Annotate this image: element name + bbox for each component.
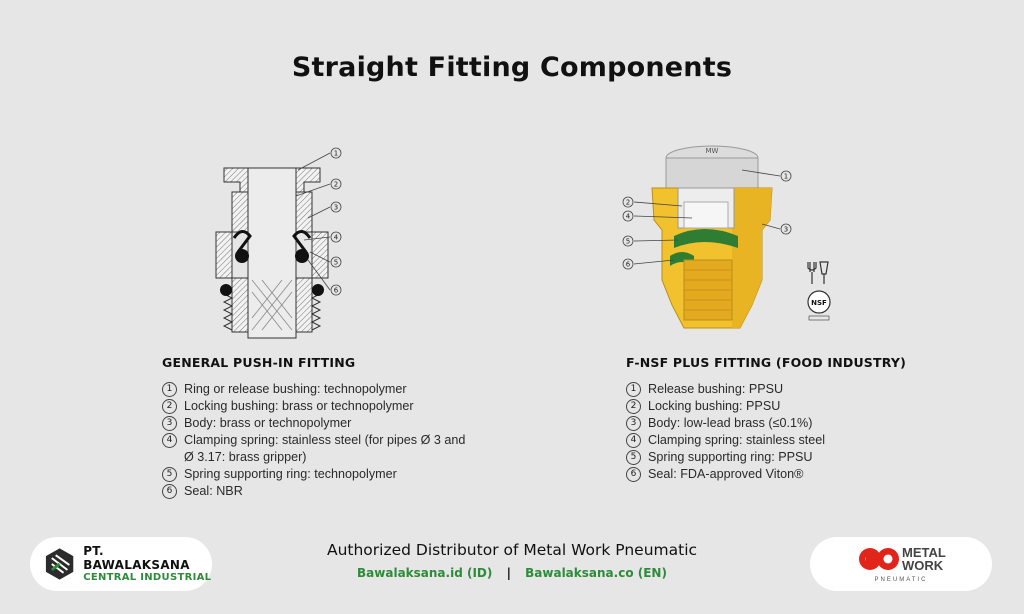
list-item: 2 Locking bushing: brass or technopolymer xyxy=(162,398,482,415)
link-id[interactable]: Bawalaksana.id (ID) xyxy=(357,566,493,580)
work-text: WORK xyxy=(902,558,944,573)
list-item: 3 Body: brass or technopolymer xyxy=(162,415,482,432)
item-number: 2 xyxy=(626,399,641,414)
company-subtitle: CENTRAL INDUSTRIAL xyxy=(83,572,212,583)
left-callout-4: 4 xyxy=(334,234,339,242)
metal-text: METAL xyxy=(902,545,946,560)
right-callout-4: 4 xyxy=(626,213,631,221)
item-text: Spring supporting ring: technopolymer xyxy=(184,467,397,481)
footer-links: Bawalaksana.id (ID) | Bawalaksana.co (EN… xyxy=(0,566,1024,580)
nsf-badge-icon xyxy=(807,290,831,314)
list-item: 4 Clamping spring: stainless steel (for p… xyxy=(162,432,482,449)
item-text: Clamping spring: stainless steel xyxy=(648,433,826,447)
right-callout-1: 1 xyxy=(784,173,788,181)
left-callout-1: 1 xyxy=(334,150,338,158)
link-en[interactable]: Bawalaksana.co (EN) xyxy=(525,566,667,580)
nsf-badge-text: NSF xyxy=(811,299,827,307)
link-separator: | xyxy=(506,566,511,580)
item-number: 6 xyxy=(626,467,641,482)
item-number: 3 xyxy=(626,416,641,431)
item-number: 1 xyxy=(626,382,641,397)
authorized-distributor-text: Authorized Distributor of Metal Work Pne… xyxy=(326,541,698,559)
left-heading: GENERAL PUSH-IN FITTING xyxy=(162,355,356,370)
item-number: 4 xyxy=(162,433,177,448)
left-callout-3: 3 xyxy=(334,204,338,212)
list-item: 4 Clamping spring: stainless steel xyxy=(626,432,926,449)
page-title: Straight Fitting Components xyxy=(291,52,733,83)
list-item: 5 Spring supporting ring: technopolymer xyxy=(162,466,482,483)
list-item: 2 Locking bushing: PPSU xyxy=(626,398,926,415)
item-number: 5 xyxy=(162,467,177,482)
list-item: 6 Seal: FDA-approved Viton® xyxy=(626,466,926,483)
left-callout-5: 5 xyxy=(334,259,338,267)
company-name: PT. BAWALAKSANA xyxy=(83,544,190,572)
list-item: 5 Spring supporting ring: PPSU xyxy=(626,449,926,466)
item-number: 6 xyxy=(162,484,177,499)
item-text: Seal: NBR xyxy=(184,484,243,498)
right-heading: F-NSF PLUS FITTING (FOOD INDUSTRY) xyxy=(626,355,907,370)
left-callout-6: 6 xyxy=(334,287,339,295)
item-number xyxy=(162,450,177,465)
item-number: 5 xyxy=(626,450,641,465)
item-text: Body: brass or technopolymer xyxy=(184,416,352,430)
metal-work-logo: METAL WORK PNEUMATIC xyxy=(810,537,992,591)
bawalaksana-logo: PT. BAWALAKSANA CENTRAL INDUSTRIAL xyxy=(30,537,212,591)
left-callout-2: 2 xyxy=(334,181,338,189)
list-item: 1 Release bushing: PPSU xyxy=(626,381,926,398)
item-text: Clamping spring: stainless steel (for pi… xyxy=(184,433,466,447)
mw-mark: MW xyxy=(706,147,719,155)
item-text: Spring supporting ring: PPSU xyxy=(648,450,813,464)
bawalaksana-emblem-icon xyxy=(45,548,74,580)
item-text: Release bushing: PPSU xyxy=(648,382,784,396)
item-text: Locking bushing: brass or technopolymer xyxy=(184,399,414,413)
list-item: 3 Body: low-lead brass (≤0.1%) xyxy=(626,415,926,432)
right-callout-2: 2 xyxy=(626,199,630,207)
pneumatic-text: PNEUMATIC xyxy=(875,577,928,583)
item-number: 3 xyxy=(162,416,177,431)
list-item: Ø 3.17: brass gripper) xyxy=(162,449,482,466)
right-callout-5: 5 xyxy=(626,238,630,246)
list-item: 1 Ring or release bushing: technopolymer xyxy=(162,381,482,398)
metal-work-logo-icon: METAL WORK PNEUMATIC xyxy=(859,545,946,583)
item-text: Seal: FDA-approved Viton® xyxy=(648,467,804,481)
fnsf-fitting-drawing: MW 1 2 3 4 5 6 NSF xyxy=(622,145,831,329)
right-callout-3: 3 xyxy=(784,226,788,234)
item-number: 1 xyxy=(162,382,177,397)
right-component-list: 1 Release bushing: PPSU 2 Locking bushing:… xyxy=(626,381,926,483)
item-text: Ring or release bushing: technopolymer xyxy=(184,382,407,396)
food-safe-icon xyxy=(807,261,829,284)
item-text: Locking bushing: PPSU xyxy=(648,399,781,413)
item-text: Ø 3.17: brass gripper) xyxy=(184,450,307,464)
right-callout-6: 6 xyxy=(626,261,631,269)
push-in-fitting-drawing: 1 2 3 4 5 6 xyxy=(215,147,342,339)
item-number: 4 xyxy=(626,433,641,448)
item-number: 2 xyxy=(162,399,177,414)
item-text: Body: low-lead brass (≤0.1%) xyxy=(648,416,813,430)
list-item: 6 Seal: NBR xyxy=(162,483,482,500)
